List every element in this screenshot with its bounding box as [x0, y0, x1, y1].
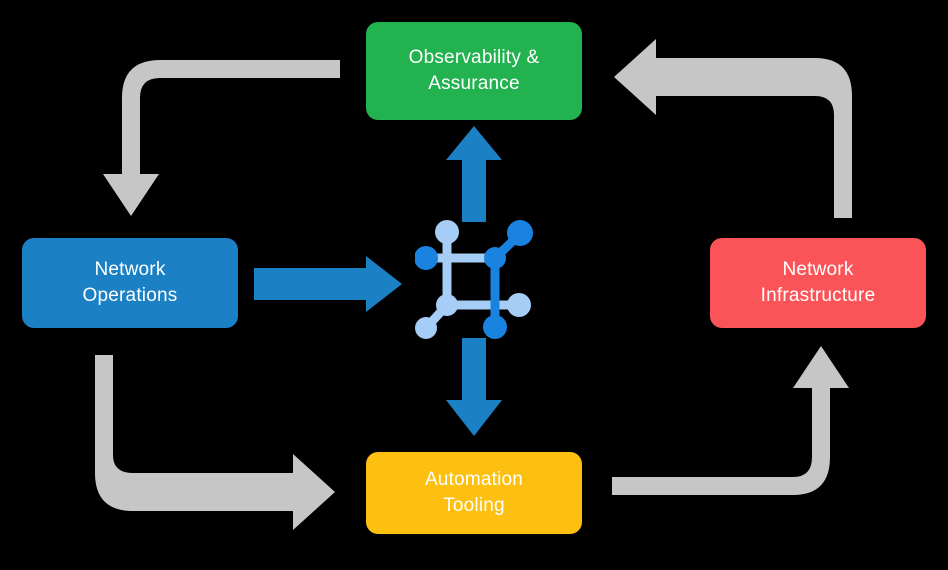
- gray-arrow-automation-to-infrastructure: [612, 346, 849, 495]
- node-automation-tooling-label: Automation Tooling: [424, 469, 524, 516]
- icon-node-top-right-dark: [507, 220, 533, 246]
- icon-node-center-dark: [484, 247, 506, 269]
- icon-node-bottom-left-light: [415, 317, 437, 339]
- icon-node-bottom-dark: [483, 315, 507, 339]
- gray-arrow-infrastructure-to-observability: [614, 39, 852, 218]
- blue-arrow-hub-to-observability: [446, 126, 502, 222]
- node-network-operations[interactable]: Network Operations: [22, 238, 238, 328]
- icon-node-top-light: [435, 220, 459, 244]
- gray-arrow-observability-to-operations: [103, 60, 340, 216]
- icon-node-left-dark: [415, 246, 438, 270]
- blue-arrow-hub-to-automation: [446, 338, 502, 436]
- node-network-infrastructure-label: Network Infrastructure: [760, 259, 876, 306]
- node-observability-assurance[interactable]: Observability & Assurance: [366, 22, 582, 120]
- node-network-infrastructure[interactable]: Network Infrastructure: [710, 238, 926, 328]
- node-network-operations-label: Network Operations: [82, 259, 178, 306]
- icon-node-center-left-light: [436, 294, 458, 316]
- node-automation-tooling[interactable]: Automation Tooling: [366, 452, 582, 534]
- blue-arrow-operations-to-hub: [254, 256, 402, 312]
- icon-node-right-mid-light: [507, 293, 531, 317]
- network-topology-icon: [415, 220, 533, 339]
- node-observability-label: Observability & Assurance: [408, 47, 540, 94]
- gray-arrow-operations-to-automation: [95, 355, 335, 530]
